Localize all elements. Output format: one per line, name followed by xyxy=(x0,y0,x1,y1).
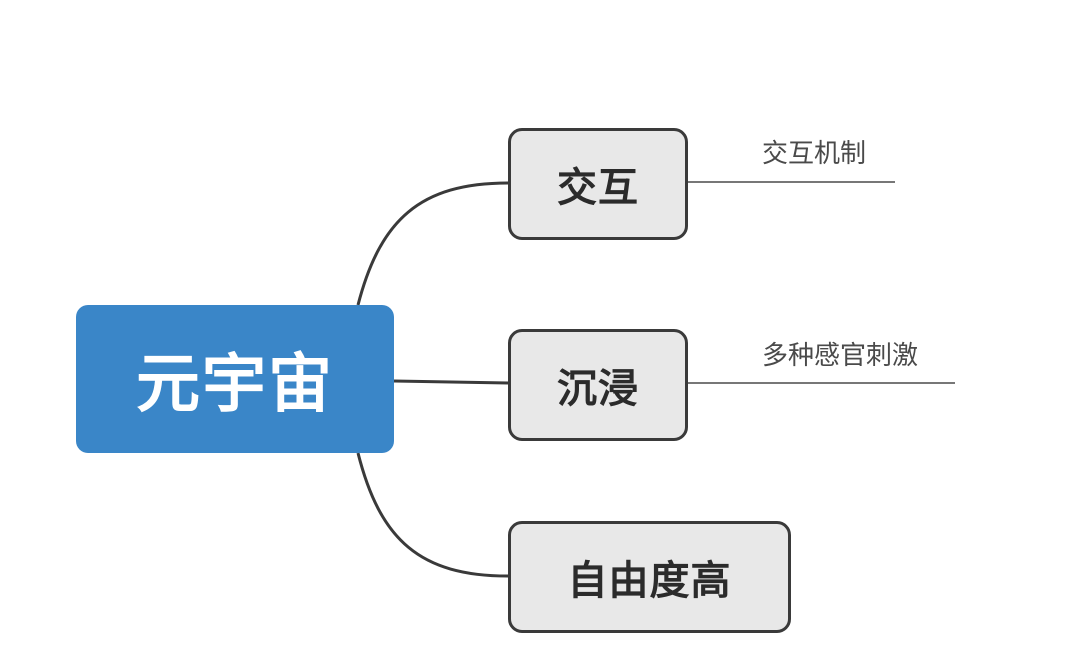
branch-node-interaction[interactable]: 交互 xyxy=(508,128,688,240)
connector-root-to-immersion xyxy=(393,379,509,385)
connector-root-to-interaction xyxy=(356,181,509,306)
leaf-label-sensory-stimulation[interactable]: 多种感官刺激 xyxy=(762,341,919,371)
root-node-metaverse[interactable]: 元宇宙 xyxy=(76,305,394,453)
connector-root-to-freedom xyxy=(356,452,509,578)
branch-node-freedom[interactable]: 自由度高 xyxy=(508,521,791,633)
branch-node-immersion[interactable]: 沉浸 xyxy=(508,329,688,441)
leaf-label-interaction-mechanism[interactable]: 交互机制 xyxy=(762,139,867,169)
